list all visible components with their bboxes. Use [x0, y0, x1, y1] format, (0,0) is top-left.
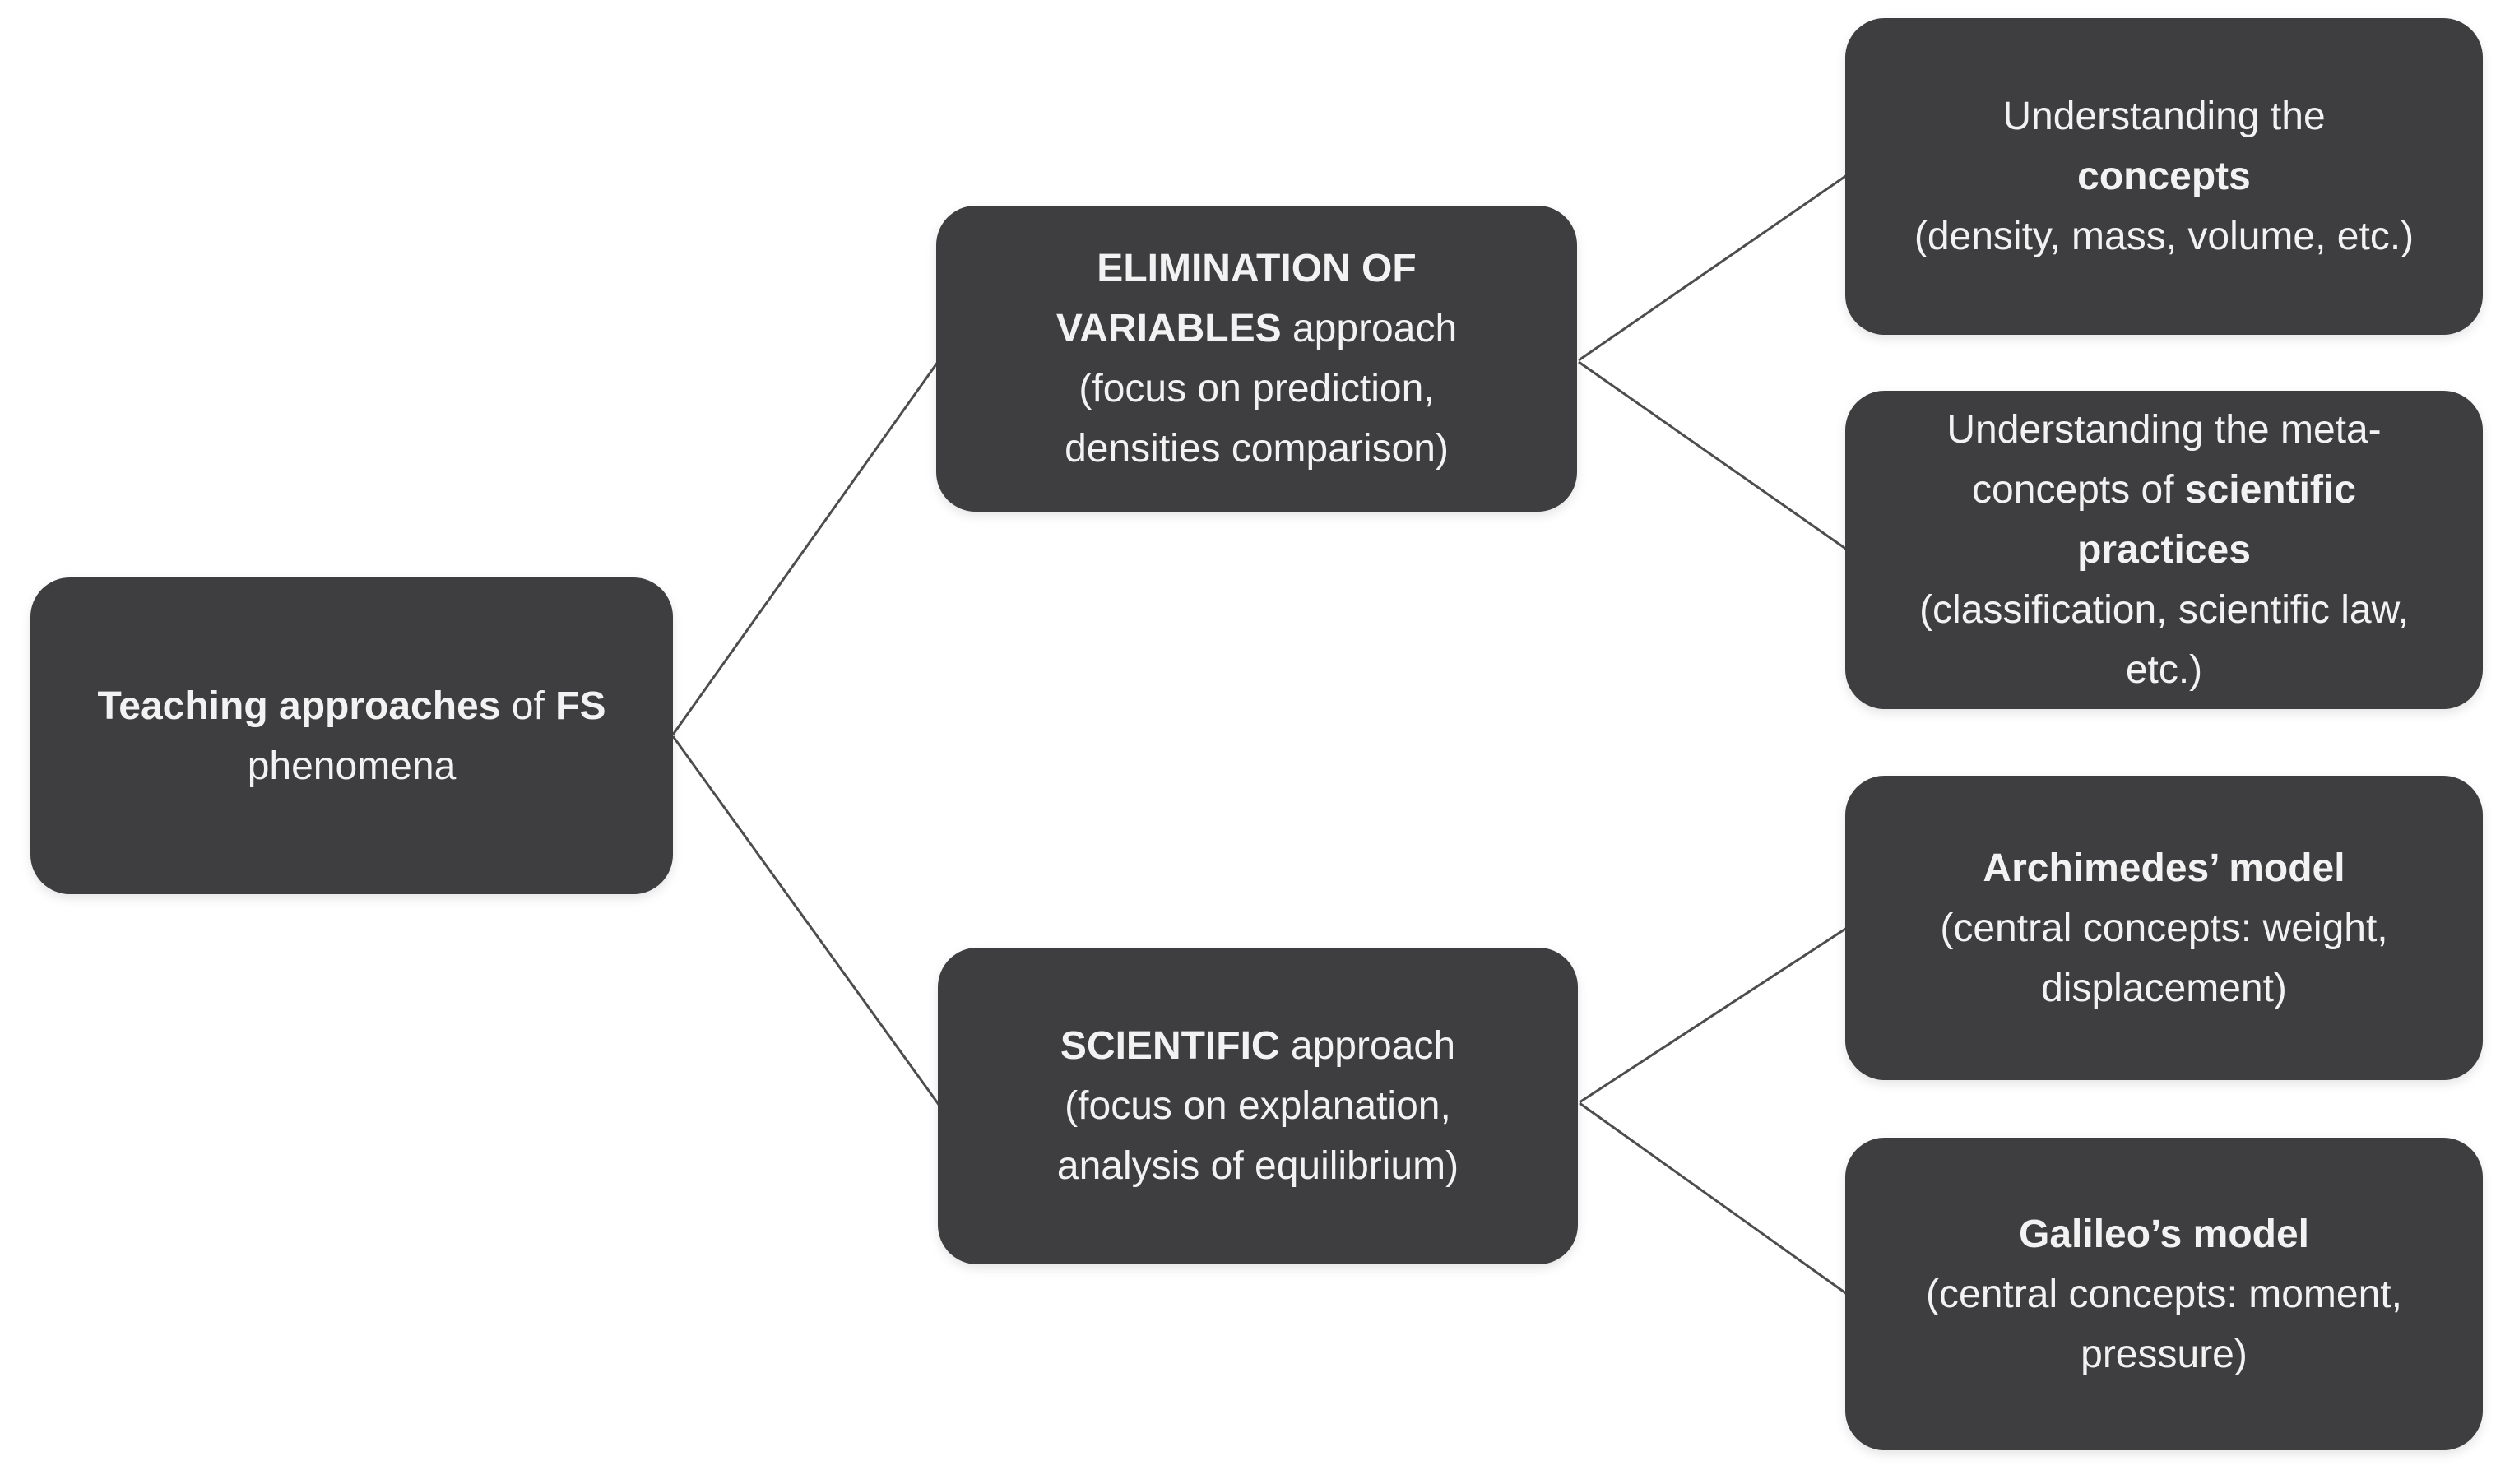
node-elimination-of-variables-approach: ELIMINATION OF VARIABLES approach (focus o… — [936, 206, 1577, 512]
node-text-line: (classification, scientific law, — [1919, 588, 2409, 632]
connector-scientific-to-archimedes — [1579, 926, 1848, 1104]
node-archimedes-model: Archimedes’ model (central concepts: weig… — [1845, 776, 2483, 1080]
node-text-line: Understanding the — [2002, 95, 2326, 138]
connector-root-to-elimination — [671, 361, 939, 735]
connector-root-to-scientific — [671, 735, 941, 1106]
node-text-line: Understanding the meta- — [1946, 408, 2382, 452]
node-scientific-approach: SCIENTIFIC approach (focus on explanation… — [938, 948, 1578, 1264]
node-text-line: phenomena — [247, 744, 457, 788]
node-text-line: VARIABLES approach — [1055, 307, 1458, 350]
node-text-line: etc.) — [2125, 648, 2203, 692]
node-text-line: ELIMINATION OF — [1097, 247, 1417, 290]
node-text-line: pressure) — [2081, 1332, 2248, 1376]
node-text-line: analysis of equilibrium) — [1056, 1144, 1459, 1188]
node-text-line: Galileo’s model — [2019, 1212, 2309, 1256]
connector-elimination-to-concepts — [1578, 174, 1848, 362]
connector-elimination-to-meta-concepts — [1578, 360, 1848, 551]
node-text-line: Archimedes’ model — [1983, 846, 2345, 890]
node-understanding-meta-concepts: Understanding the meta-concepts of scien… — [1845, 391, 2483, 709]
node-text-line: (density, mass, volume, etc.) — [1914, 215, 2415, 258]
node-text-line: Teaching approaches of FS — [97, 684, 606, 728]
node-text-line: (central concepts: moment, — [1926, 1272, 2402, 1316]
node-text-line: practices — [2077, 528, 2251, 572]
node-text-line: (central concepts: weight, — [1940, 906, 2388, 950]
node-text-line: (focus on explanation, — [1065, 1084, 1451, 1128]
node-galileo-model: Galileo’s model (central concepts: moment… — [1845, 1138, 2483, 1450]
node-text-line: SCIENTIFIC approach — [1060, 1024, 1456, 1068]
node-text-line: concepts of scientific — [1972, 468, 2356, 512]
node-text-line: concepts — [2077, 155, 2251, 198]
connector-scientific-to-galileo — [1579, 1101, 1848, 1296]
node-understanding-concepts: Understanding the concepts (density, mass,… — [1845, 18, 2483, 335]
node-text-line: densities comparison) — [1065, 427, 1449, 471]
node-teaching-approaches: Teaching approaches of FS phenomena — [30, 577, 673, 894]
node-text-line: (focus on prediction, — [1079, 367, 1435, 410]
node-text-line: displacement) — [2041, 966, 2287, 1010]
